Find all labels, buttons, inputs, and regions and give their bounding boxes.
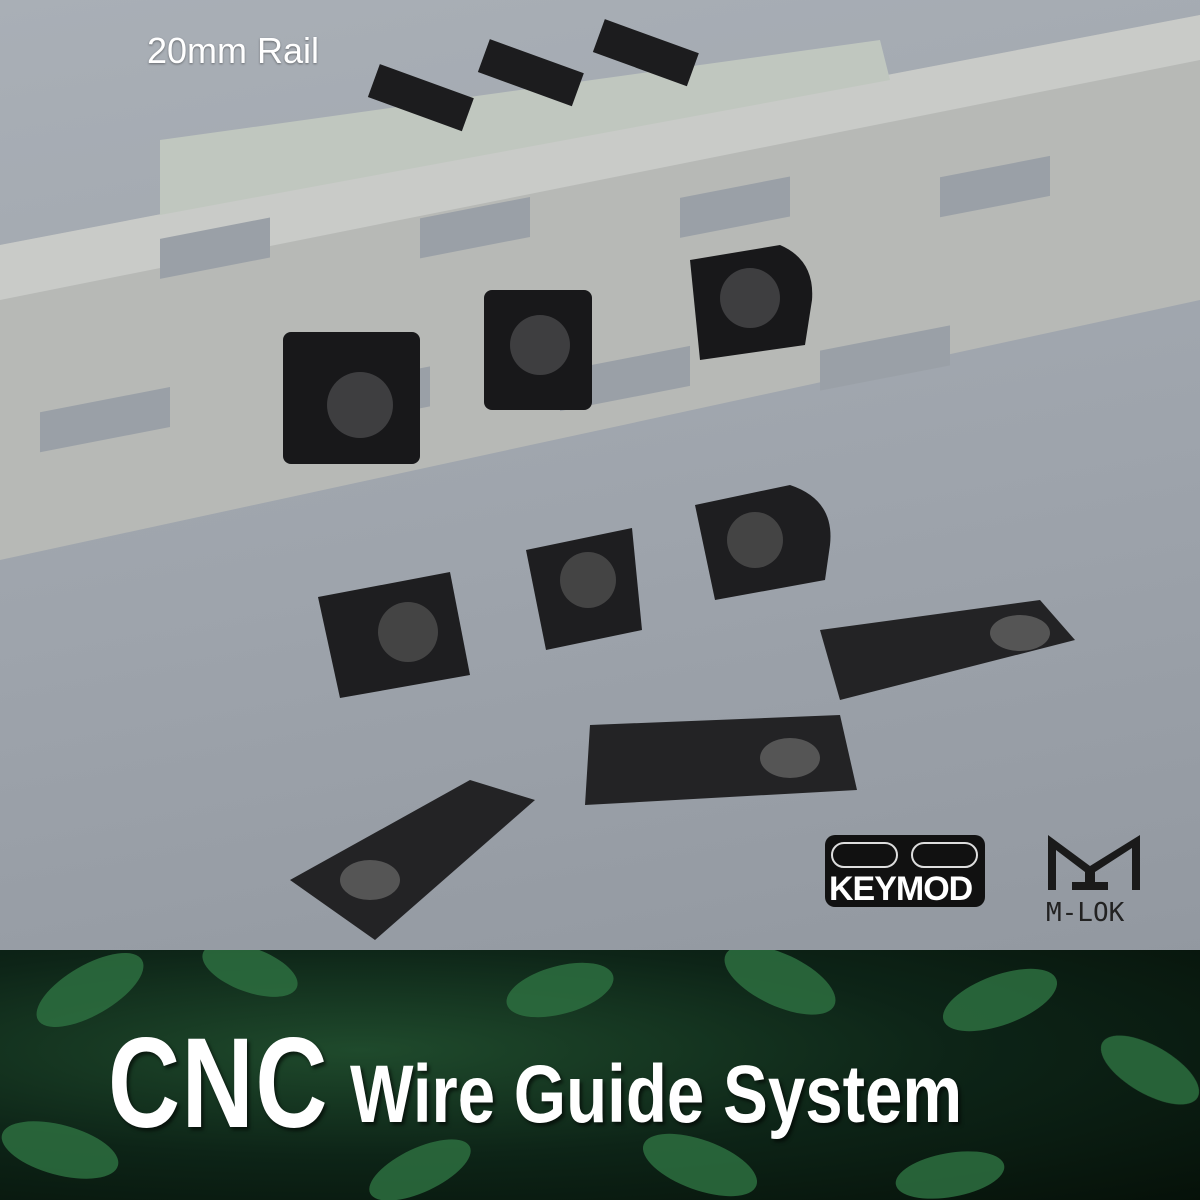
picatinny-rail-20mm	[160, 40, 890, 215]
rail-label: 20mm Rail	[147, 30, 320, 71]
mlok-logo	[1048, 835, 1140, 890]
keymod-logo-text: KEYMOD	[829, 870, 973, 908]
handguard-slots	[40, 155, 1050, 453]
rail-wire-clips	[367, 19, 699, 132]
leaves-decoration	[1, 950, 1200, 1200]
keymod-logo	[825, 835, 985, 907]
headline-sub: Wire Guide System	[350, 1049, 963, 1140]
mounted-mlok-clips	[283, 245, 813, 464]
mlok-logo-text: M-LOK	[1046, 898, 1125, 928]
headline-main: CNC	[108, 1012, 329, 1155]
loose-clips	[290, 485, 1075, 940]
handguard-top	[0, 15, 1200, 300]
foliage-banner	[0, 950, 1200, 1200]
headline: CNC Wire Guide System	[0, 1010, 1200, 1155]
